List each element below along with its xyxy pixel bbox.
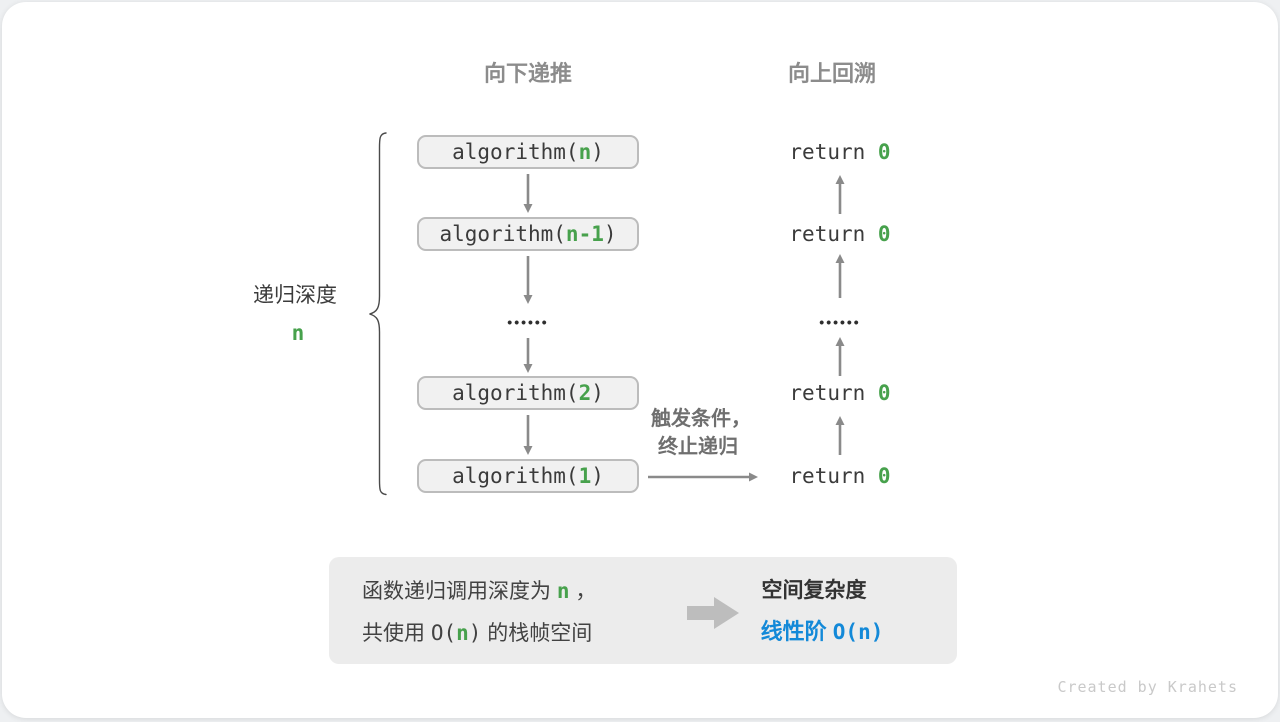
summary-text: 函数递归调用深度为: [362, 580, 551, 603]
big-o-close: ): [870, 620, 884, 644]
call-text: algorithm(: [439, 222, 566, 246]
big-o-open: O(: [832, 620, 859, 644]
return-value: 0: [877, 381, 891, 405]
return-statement: return 0: [789, 379, 890, 407]
summary-var: n: [456, 621, 469, 645]
call-text: ): [603, 222, 617, 246]
credit-text: Created by Krahets: [1057, 678, 1238, 696]
return-value: 0: [877, 222, 891, 246]
call-box-algorithm-1: algorithm(1): [417, 459, 639, 493]
call-box-algorithm-2: algorithm(2): [417, 376, 639, 410]
column-header-upward: 向上回溯: [787, 61, 877, 86]
return-statement: return 0: [789, 462, 890, 490]
return-keyword: return: [789, 381, 866, 405]
complexity-title: 空间复杂度: [761, 579, 867, 602]
call-text: ): [591, 140, 604, 164]
complexity-result: 线性阶 O(n): [761, 618, 884, 646]
summary-text: ，: [575, 580, 597, 603]
ellipsis-right: ••••••: [819, 314, 861, 330]
summary-text: 共使用: [362, 622, 425, 645]
termination-condition-line1: 触发条件，: [651, 408, 751, 430]
termination-condition-line2: 终止递归: [658, 436, 738, 458]
summary-line1: 函数递归调用深度为 n ，: [362, 577, 596, 606]
return-statement: return 0: [789, 138, 890, 166]
summary-line2: 共使用 O(n) 的栈帧空间: [362, 619, 592, 648]
call-text: ): [591, 381, 604, 405]
column-header-downward: 向下递推: [483, 61, 573, 86]
call-box-algorithm-n-1: algorithm(n-1): [417, 217, 639, 251]
summary-var: n: [556, 579, 570, 603]
return-statement: return 0: [789, 220, 890, 248]
call-text: ): [591, 464, 604, 488]
big-o-close: ): [468, 621, 482, 645]
call-arg: n: [578, 140, 592, 164]
ellipsis-left: ••••••: [507, 314, 549, 330]
return-value: 0: [877, 464, 891, 488]
call-text: algorithm(: [452, 140, 579, 164]
summary-panel: [329, 557, 957, 664]
call-text: algorithm(: [452, 381, 579, 405]
call-arg: 2: [578, 381, 592, 405]
block-arrow-icon: [687, 597, 739, 629]
return-keyword: return: [789, 222, 866, 246]
big-o-open: O(: [430, 621, 457, 645]
depth-brace: [369, 132, 387, 496]
return-keyword: return: [789, 464, 866, 488]
depth-value: n: [291, 321, 305, 345]
call-arg: n-1: [565, 222, 604, 246]
call-box-algorithm-n: algorithm(n): [417, 135, 639, 169]
result-text: 线性阶: [760, 619, 827, 644]
return-value: 0: [877, 140, 891, 164]
result-var: n: [858, 620, 871, 644]
return-keyword: return: [789, 140, 866, 164]
call-arg: 1: [578, 464, 592, 488]
summary-text: 的栈帧空间: [487, 622, 593, 645]
call-text: algorithm(: [452, 464, 579, 488]
depth-label: 递归深度: [253, 284, 337, 307]
